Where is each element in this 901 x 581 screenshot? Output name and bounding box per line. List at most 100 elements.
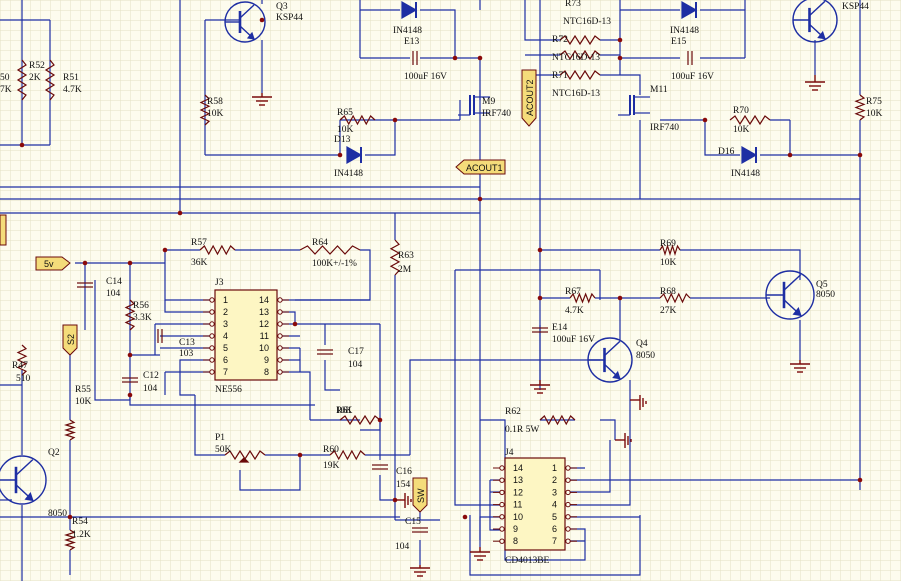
j3-pin-dot <box>277 345 283 351</box>
j4-pin-number: 5 <box>552 512 557 522</box>
j3-pin-number: 1 <box>223 295 228 305</box>
r50-value-label: 7K <box>0 85 12 95</box>
j3-pin-dot <box>209 309 215 315</box>
port-s2: S2 <box>62 324 78 356</box>
svg-text:SW: SW <box>416 488 426 503</box>
integrated-circuits: J3NE5561234567141312111098J4CD4013BE1413… <box>203 278 577 566</box>
q5b-value-label: KSP44 <box>842 2 869 12</box>
r70-ref-label: R70 <box>733 106 749 116</box>
r71-ref-label: R71 <box>552 71 568 81</box>
r72-resistor <box>559 49 601 61</box>
ground-icon <box>252 93 272 106</box>
c14-value-label: 104 <box>106 289 121 299</box>
r65-resistor <box>339 114 376 126</box>
r68-value-label: 27K <box>660 306 677 316</box>
j4-pin-number: 7 <box>552 536 557 546</box>
j4-pin-dot <box>565 501 571 508</box>
r52-ref-label: R52 <box>29 61 45 71</box>
j3-pin-number: 2 <box>223 307 228 317</box>
r65-ref-label: R65 <box>337 108 353 118</box>
r63-value-label: 2M <box>398 265 412 275</box>
r75-resistor <box>854 94 866 121</box>
r67-resistor <box>569 292 596 304</box>
q3-ref-label: Q3 <box>276 2 288 12</box>
j3-pin-number: 4 <box>223 331 228 341</box>
r64-value-label: 100K+/-1% <box>312 259 357 269</box>
r52-resistor <box>16 59 28 101</box>
r71-value-label: NTC16D-13 <box>552 89 600 99</box>
r67-value-label: 4.7K <box>565 306 584 316</box>
r56-resistor <box>124 299 136 331</box>
m9-mosfet-icon <box>458 95 490 116</box>
j3-pin-number: 9 <box>264 355 269 365</box>
j3-pin-number: 7 <box>223 367 228 377</box>
j3-pin-dot <box>277 297 283 303</box>
m9-value-label: IRF740 <box>482 109 511 119</box>
r75-value-label: 10K <box>866 109 883 119</box>
e14-ref-label: E14 <box>552 323 568 333</box>
wires <box>0 0 861 581</box>
r70-value-label: 10K <box>733 125 750 135</box>
r70-resistor <box>729 114 771 126</box>
j4-pin-number: 12 <box>513 487 523 497</box>
r58-value-label: 10K <box>207 109 224 119</box>
r60-resistor <box>329 449 366 461</box>
port-acout2: ACOUT2 <box>521 69 537 127</box>
r57-value-label: 36K <box>191 258 208 268</box>
c17-ref-label: C17 <box>348 347 364 357</box>
r51-resistor <box>44 59 56 101</box>
r68-ref-label: R68 <box>660 287 676 297</box>
r60-value-label: 19K <box>323 461 340 471</box>
c16-capacitor <box>372 464 388 470</box>
j3-pin-number: 6 <box>223 355 228 365</box>
ground-icon <box>410 565 430 577</box>
r64-resistor <box>299 245 361 255</box>
j3-pin-dot <box>277 309 283 315</box>
c15-value-label: 104 <box>395 542 410 552</box>
j4-pin-number: 4 <box>552 500 557 510</box>
j3-pin-number: 5 <box>223 343 228 353</box>
c13-ref-label: C13 <box>179 338 195 348</box>
r71-resistor <box>559 69 601 81</box>
ground-icon <box>630 395 647 410</box>
j3-pin-dot <box>209 369 215 375</box>
ground-icon <box>530 380 550 394</box>
d-top1-ref-label: IN4148 <box>393 26 422 36</box>
port-left-edge <box>0 214 7 246</box>
r47-ref-label: R47 <box>12 361 28 371</box>
m11-ref-label: M11 <box>650 85 668 95</box>
junctions <box>19 17 863 520</box>
r60-ref-label: R60 <box>323 445 339 455</box>
r51-value-label: 4.7K <box>63 85 82 95</box>
r62-ref-label: R62 <box>505 407 521 417</box>
r58-ref-label: R58 <box>207 97 223 107</box>
r56-ref-label: R56 <box>133 301 149 311</box>
j3-pin-number: 13 <box>259 307 269 317</box>
m11-mosfet-icon <box>618 95 650 116</box>
r51-ref-label: R51 <box>63 73 79 83</box>
r72-ref-label: R72 <box>552 35 568 45</box>
j3-part-label: NE556 <box>215 385 242 395</box>
j4-pin-number: 10 <box>513 512 523 522</box>
r65-value-label: 10K <box>337 125 354 135</box>
j4-pin-dot <box>499 526 505 532</box>
r47-resistor <box>16 344 28 376</box>
j4-pin-dot <box>499 538 505 544</box>
j3-pin-dot <box>277 369 283 375</box>
r67-ref-label: R67 <box>565 287 581 297</box>
port-5v: 5v <box>35 256 71 271</box>
r72-value-label: NTC16D-13 <box>552 53 600 63</box>
e15-ref-label: E15 <box>671 37 687 47</box>
j4-pin-number: 13 <box>513 475 523 485</box>
m11-value-label: IRF740 <box>650 123 679 133</box>
r69-resistor <box>659 243 681 257</box>
r68-resistor <box>659 292 691 304</box>
c14-capacitor <box>77 282 93 288</box>
c14-ref-label: C14 <box>106 277 122 287</box>
c17-value-label: 104 <box>348 360 363 370</box>
j4-part-label: CD4013BE <box>505 556 550 566</box>
j4-pin-number: 1 <box>552 463 557 473</box>
c12-value-label: 104 <box>143 384 158 394</box>
j4-body <box>504 457 566 551</box>
